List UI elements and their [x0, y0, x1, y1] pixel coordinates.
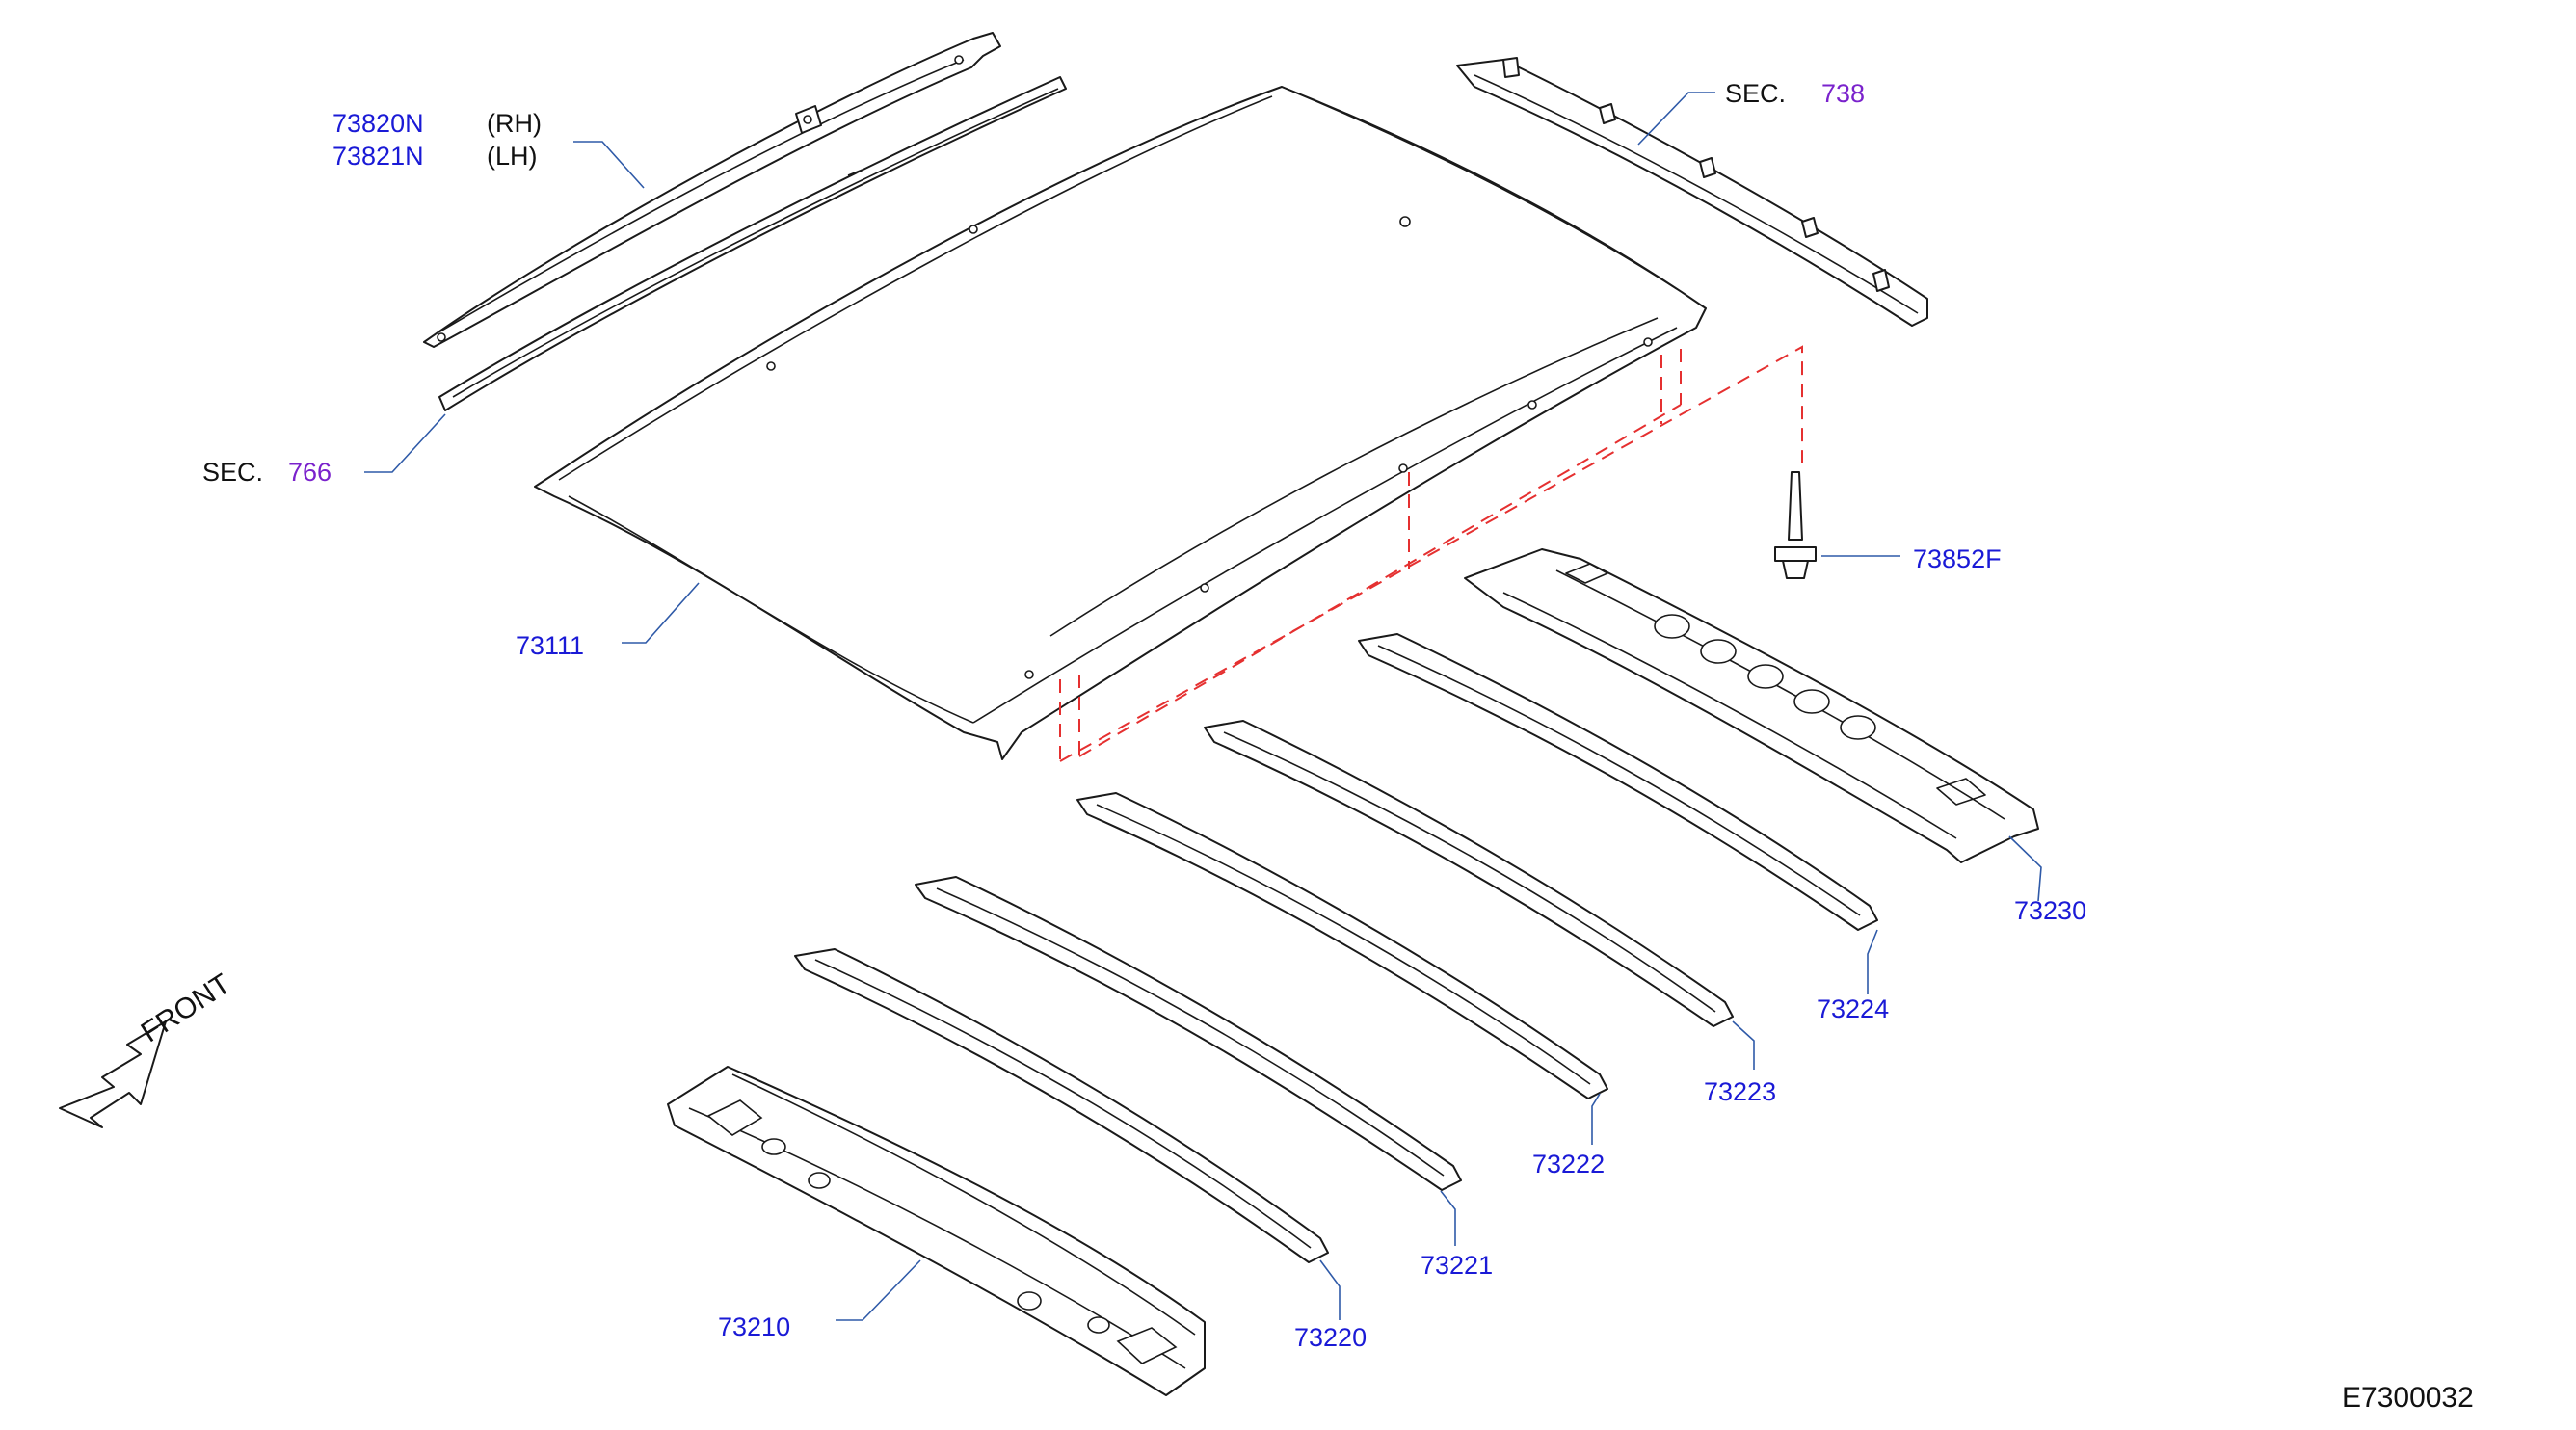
- sec-738-link[interactable]: 738: [1821, 79, 1866, 108]
- roof-bow-73220-part[interactable]: [794, 948, 1329, 1263]
- roof-side-strip-part[interactable]: [438, 76, 1067, 411]
- leader-lines: [364, 92, 2042, 1321]
- callout-73852f[interactable]: 73852F: [1913, 544, 2002, 573]
- roof-bow-73223-part[interactable]: [1204, 720, 1734, 1027]
- callout-73230[interactable]: 73230: [2014, 896, 2087, 925]
- callout-73224[interactable]: 73224: [1817, 994, 1890, 1023]
- callout-73222[interactable]: 73222: [1532, 1150, 1606, 1178]
- callout-73223[interactable]: 73223: [1704, 1077, 1777, 1106]
- callout-lh-side-label: (LH): [487, 142, 538, 171]
- front-roof-header-part[interactable]: [667, 1066, 1206, 1396]
- sec-738-prefix: SEC.: [1725, 79, 1787, 108]
- callout-73220[interactable]: 73220: [1294, 1323, 1368, 1352]
- roof-clip-part[interactable]: [1774, 471, 1817, 579]
- roof-panel-part[interactable]: [534, 86, 1707, 760]
- callout-73820n[interactable]: 73820N: [332, 109, 424, 138]
- sec-766-prefix: SEC.: [202, 458, 264, 487]
- callout-73821n[interactable]: 73821N: [332, 142, 424, 171]
- roof-rail-reinforcement-part[interactable]: [1456, 57, 1928, 327]
- sec-766-link[interactable]: 766: [288, 458, 332, 487]
- callout-73210[interactable]: 73210: [718, 1312, 791, 1341]
- roof-rail-molding-part[interactable]: [423, 32, 1001, 348]
- roof-bow-73222-part[interactable]: [1076, 792, 1608, 1099]
- roof-bow-73221-part[interactable]: [915, 876, 1462, 1191]
- front-direction-arrow-icon: [59, 1020, 167, 1128]
- callout-rh-side-label: (RH): [487, 109, 542, 138]
- roof-bow-73224-part[interactable]: [1358, 633, 1878, 931]
- rear-roof-header-part[interactable]: [1464, 548, 2039, 863]
- callout-73111[interactable]: 73111: [516, 631, 585, 660]
- installation-phantom-lines: [1059, 345, 1803, 762]
- callout-73221[interactable]: 73221: [1421, 1251, 1494, 1280]
- drawing-code: E7300032: [2342, 1382, 2474, 1414]
